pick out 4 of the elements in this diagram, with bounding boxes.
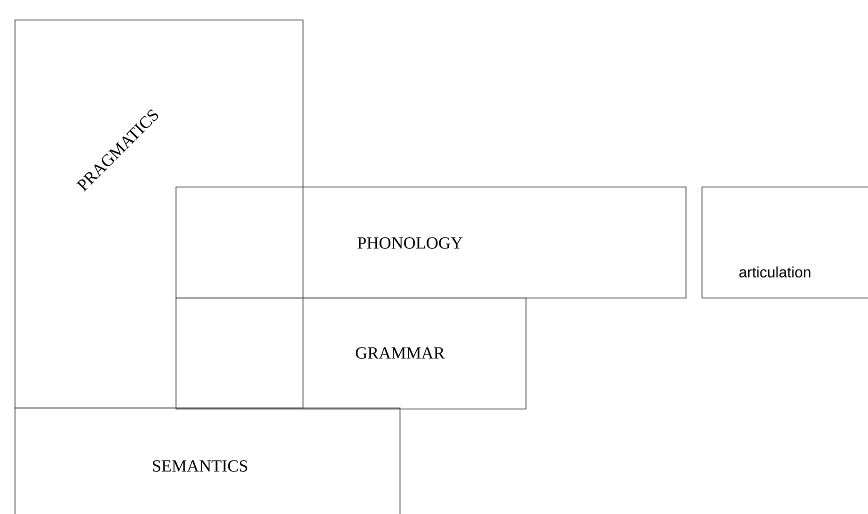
semantics-box: SEMANTICS	[14, 408, 400, 514]
grammar-box: GRAMMAR	[176, 298, 526, 410]
articulation-box: articulation	[702, 186, 868, 298]
phonology-box: PHONOLOGY	[176, 186, 686, 298]
